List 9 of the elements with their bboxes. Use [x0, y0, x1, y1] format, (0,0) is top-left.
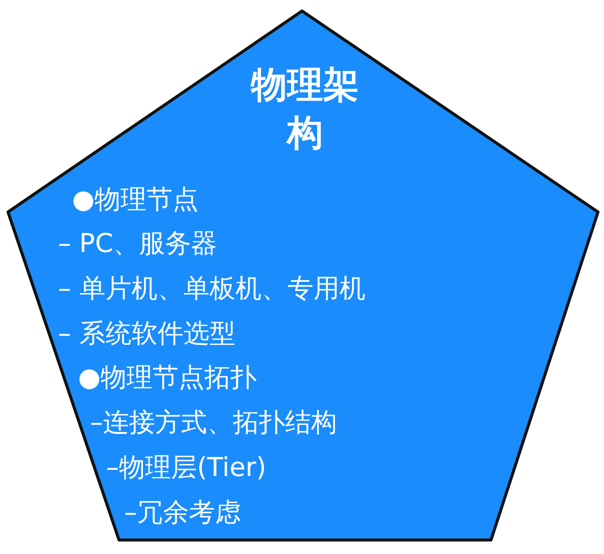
list-item: ●物理节点: [72, 184, 199, 216]
list-item: –冗余考虑: [124, 497, 241, 529]
list-item: – 系统软件选型: [58, 318, 236, 350]
pentagon-heading: 物理架构: [249, 64, 360, 156]
list-item: ●物理节点拓扑: [78, 362, 257, 394]
list-item: – PC、服务器: [58, 228, 218, 260]
list-item: –连接方式、拓扑结构: [90, 407, 337, 439]
list-item: – 单片机、单板机、专用机: [58, 273, 366, 305]
list-item: –物理层(Tier): [106, 452, 266, 484]
